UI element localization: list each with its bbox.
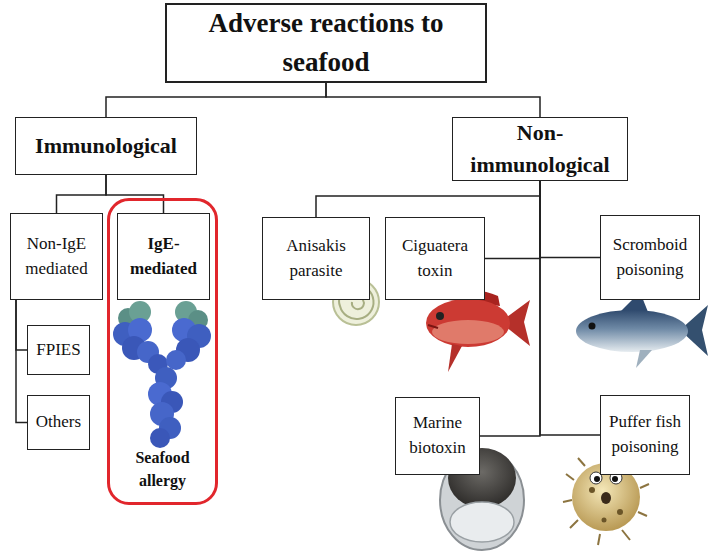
tuna-illustration-part <box>576 310 688 352</box>
tree-connector <box>480 181 540 436</box>
subtype-box: Others <box>27 395 90 450</box>
tree-connector <box>540 181 600 258</box>
pufferfish-illustration-part <box>589 487 595 493</box>
cause-box: Scromboid poisoning <box>600 215 700 300</box>
antibody-illustration-part <box>166 350 186 370</box>
pufferfish-illustration-part <box>617 509 623 515</box>
node-label: Non-IgE mediated <box>17 232 96 281</box>
snapper-illustration-part <box>426 299 510 347</box>
snapper-illustration <box>426 291 530 372</box>
tree-connector <box>16 300 27 423</box>
node-label: Immunological <box>35 130 177 162</box>
tree-connector <box>57 175 107 213</box>
tree-connector <box>485 181 540 259</box>
snapper-illustration-part <box>448 344 462 372</box>
node-label: Anisakis parasite <box>269 234 363 283</box>
tree-connector <box>16 300 27 350</box>
root-box: Adverse reactions to seafood <box>165 3 487 83</box>
node-label: Ciguatera toxin <box>392 234 478 283</box>
antibody-illustration-part <box>150 428 170 448</box>
category-box: Non-immunological <box>452 117 628 181</box>
tree-connector <box>106 83 326 117</box>
node-label: IgE- mediated <box>124 232 203 281</box>
tree-connector <box>106 175 164 213</box>
tree-connector <box>316 181 540 217</box>
category-box: Immunological <box>15 117 197 175</box>
subtype-box: FPIES <box>27 325 90 375</box>
pufferfish-illustration-part <box>594 476 600 482</box>
node-label: Puffer fish poisoning <box>607 410 683 459</box>
node-label: Marine biotoxin <box>402 411 473 460</box>
pufferfish-illustration-part <box>612 476 618 482</box>
tuna-illustration-part <box>589 323 596 330</box>
type-box: IgE- mediated <box>117 213 210 300</box>
tuna-illustration <box>576 292 708 368</box>
tuna-illustration-part <box>636 350 652 368</box>
oyster-illustration-part <box>450 502 514 542</box>
cause-box: Anisakis parasite <box>262 217 370 300</box>
pufferfish-illustration-part <box>601 492 611 504</box>
node-label: Adverse reactions to seafood <box>173 4 479 82</box>
highlight-outline: Seafood allergy IgE- mediated <box>107 198 218 505</box>
tree-connector <box>540 181 600 435</box>
node-label: Seafood allergy <box>116 446 209 492</box>
node-label: Others <box>36 410 81 435</box>
type-box: Non-IgE mediated <box>10 213 103 300</box>
cause-box: Marine biotoxin <box>395 397 480 475</box>
node-label: Non-immunological <box>459 117 621 181</box>
snapper-illustration-part <box>436 312 444 320</box>
snapper-illustration-part <box>432 320 504 344</box>
node-label: Scromboid poisoning <box>607 233 693 282</box>
antibody-illustration <box>113 301 211 448</box>
node-label: FPIES <box>36 338 80 363</box>
pufferfish-illustration-part <box>602 518 607 523</box>
cause-box: Puffer fish poisoning <box>600 395 690 475</box>
tree-connector <box>326 83 540 117</box>
cause-box: Ciguatera toxin <box>385 217 485 300</box>
snapper-illustration-part <box>428 325 438 328</box>
